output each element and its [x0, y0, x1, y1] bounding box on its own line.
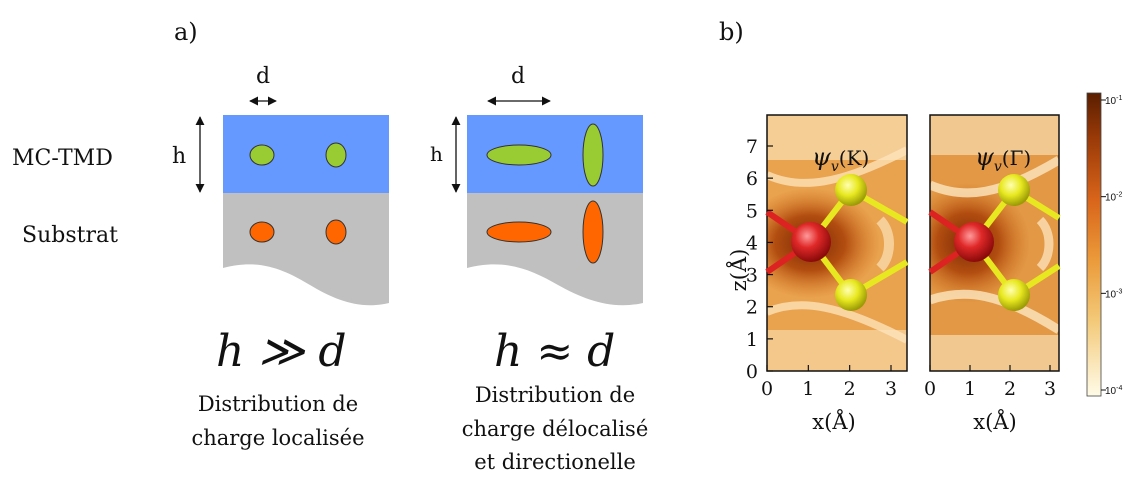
case1-substrate — [223, 193, 389, 306]
y-tick-label: 0 — [746, 361, 758, 383]
atom-k-center — [791, 222, 831, 262]
colorbar — [1086, 92, 1102, 397]
x-tick-label: 3 — [885, 378, 897, 400]
y-axis-label: z(Å) — [726, 249, 751, 292]
colorbar-tick-label: 10-3 — [1105, 288, 1122, 300]
x-axis-ticks-k: 0 1 2 3 — [761, 365, 897, 400]
plot-k-title: ψv(K) — [812, 143, 869, 175]
case2-charge-sub-1 — [486, 221, 552, 243]
case2-formula: h ≈ d — [494, 326, 615, 377]
case1-charge-tmd-2 — [325, 142, 347, 168]
x-axis-label-k: x(Å) — [812, 409, 855, 434]
y-tick-label: 2 — [746, 297, 758, 319]
molecule-k — [765, 174, 909, 311]
case2-h-label: h — [430, 142, 443, 166]
case1-charge-sub-1 — [249, 221, 275, 243]
plot-gamma-frame — [929, 114, 1060, 372]
y-tick-label: 1 — [746, 329, 758, 351]
x-tick-label: 1 — [964, 378, 976, 400]
case1-h-label: h — [172, 144, 186, 169]
case2-caption-line2: charge délocalisé — [462, 417, 649, 441]
x-tick-label: 2 — [1004, 378, 1016, 400]
x-tick-label: 0 — [924, 378, 936, 400]
y-tick-label: 6 — [746, 168, 758, 190]
y-tick-label: 4 — [746, 232, 758, 254]
y-tick-label: 7 — [746, 136, 758, 158]
y-tick-label: 3 — [746, 265, 758, 287]
case2-charge-tmd-1 — [486, 144, 552, 166]
x-tick-label: 0 — [761, 378, 773, 400]
panel-b-label: b) — [719, 18, 744, 46]
colorbar-tick-label: 10-1 — [1105, 95, 1122, 107]
case1-schematic — [223, 115, 389, 306]
plot-gamma-title: ψv(Γ) — [975, 143, 1031, 175]
case1-charge-tmd-1 — [249, 144, 275, 166]
density-plot-gamma — [930, 115, 1059, 371]
case2-caption-line3: et directionelle — [474, 450, 636, 474]
case2-charge-tmd-2 — [582, 123, 604, 187]
atom-k-bottom — [835, 279, 867, 311]
y-axis-ticks: 0 1 2 3 4 5 6 7 — [746, 136, 773, 383]
colorbar-tick-label: 10-2 — [1105, 192, 1122, 204]
substrat-label: Substrat — [22, 223, 118, 248]
x-tick-label: 3 — [1044, 378, 1056, 400]
atom-k-top — [835, 174, 867, 206]
mc-tmd-label: MC-TMD — [12, 146, 113, 171]
case1-d-label: d — [256, 64, 270, 89]
panel-a-label: a) — [174, 18, 198, 46]
case2-d-label: d — [511, 64, 525, 89]
case1-charge-sub-2 — [325, 219, 347, 245]
atom-gamma-bottom — [998, 279, 1030, 311]
colorbar-ticks: 10-1 10-2 10-3 10-4 — [1101, 95, 1122, 397]
case1-caption-line1: Distribution de — [198, 392, 358, 416]
colorbar-tick-label: 10-4 — [1105, 385, 1122, 397]
x-axis-label-gamma: x(Å) — [973, 409, 1016, 434]
atom-gamma-center — [954, 222, 994, 262]
case1-caption-line2: charge localisée — [191, 426, 364, 450]
case1-formula: h ≫ d — [216, 326, 347, 377]
case2-substrate — [467, 193, 643, 306]
case2-schematic — [467, 115, 643, 306]
case2-caption-line1: Distribution de — [475, 383, 635, 407]
case2-charge-sub-2 — [582, 200, 604, 264]
density-plot-k — [767, 115, 907, 371]
case1-tmd-layer — [223, 115, 389, 193]
x-axis-ticks-gamma: 0 1 2 3 — [924, 365, 1056, 400]
x-tick-label: 1 — [802, 378, 814, 400]
x-tick-label: 2 — [844, 378, 856, 400]
molecule-gamma — [928, 174, 1061, 311]
atom-gamma-top — [998, 174, 1030, 206]
y-tick-label: 5 — [746, 200, 758, 222]
